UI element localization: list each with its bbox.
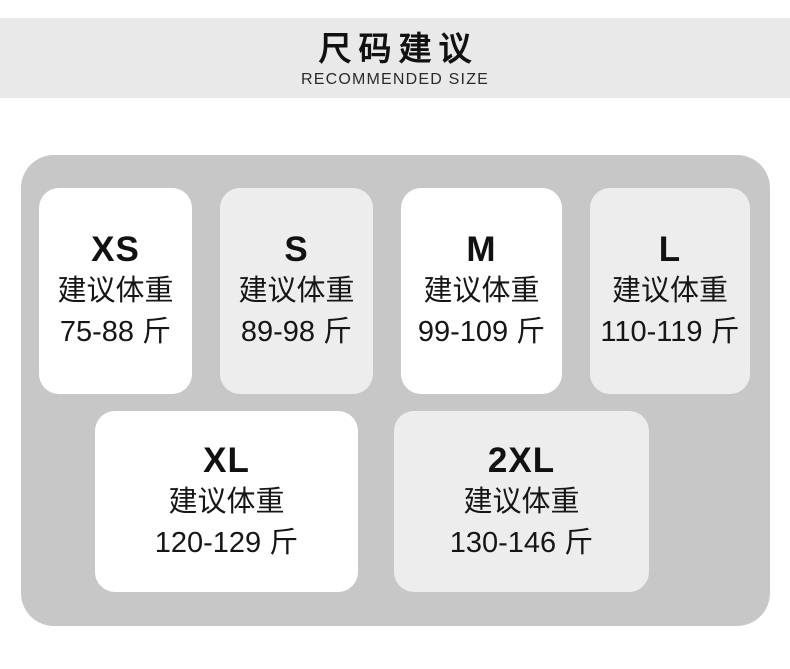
- advice-label: 建议体重: [168, 485, 285, 518]
- advice-label: 建议体重: [423, 275, 540, 307]
- weight-range: 120-129 斤: [154, 526, 299, 559]
- advice-label: 建议体重: [611, 275, 728, 307]
- weight-range: 110-119 斤: [600, 316, 740, 348]
- size-label: M: [466, 230, 497, 269]
- weight-range: 75-88 斤: [59, 316, 172, 348]
- advice-label: 建议体重: [57, 275, 174, 307]
- size-card-s: S 建议体重 89-98 斤: [220, 188, 373, 394]
- size-card-l: L 建议体重 110-119 斤: [590, 188, 750, 394]
- size-card-2xl: 2XL 建议体重 130-146 斤: [394, 411, 649, 592]
- size-panel: XS 建议体重 75-88 斤 S 建议体重 89-98 斤 M 建议体重 99…: [21, 155, 770, 626]
- size-card-xs: XS 建议体重 75-88 斤: [39, 188, 192, 394]
- weight-range: 130-146 斤: [449, 526, 594, 559]
- weight-range: 89-98 斤: [240, 316, 353, 348]
- header-band: 尺码建议 RECOMMENDED SIZE: [0, 18, 790, 98]
- size-label: L: [658, 230, 682, 269]
- size-label: XS: [91, 230, 140, 269]
- size-card-xl: XL 建议体重 120-129 斤: [95, 411, 358, 592]
- size-card-m: M 建议体重 99-109 斤: [401, 188, 562, 394]
- weight-range: 99-109 斤: [417, 316, 546, 348]
- size-row-top: XS 建议体重 75-88 斤 S 建议体重 89-98 斤 M 建议体重 99…: [39, 188, 750, 394]
- page-subtitle: RECOMMENDED SIZE: [300, 71, 490, 88]
- advice-label: 建议体重: [238, 275, 355, 307]
- size-row-bottom: XL 建议体重 120-129 斤 2XL 建议体重 130-146 斤: [95, 411, 750, 592]
- size-label: S: [284, 230, 309, 269]
- size-label: 2XL: [487, 440, 556, 480]
- advice-label: 建议体重: [463, 485, 580, 518]
- page-title: 尺码建议: [318, 30, 479, 67]
- size-label: XL: [203, 440, 250, 480]
